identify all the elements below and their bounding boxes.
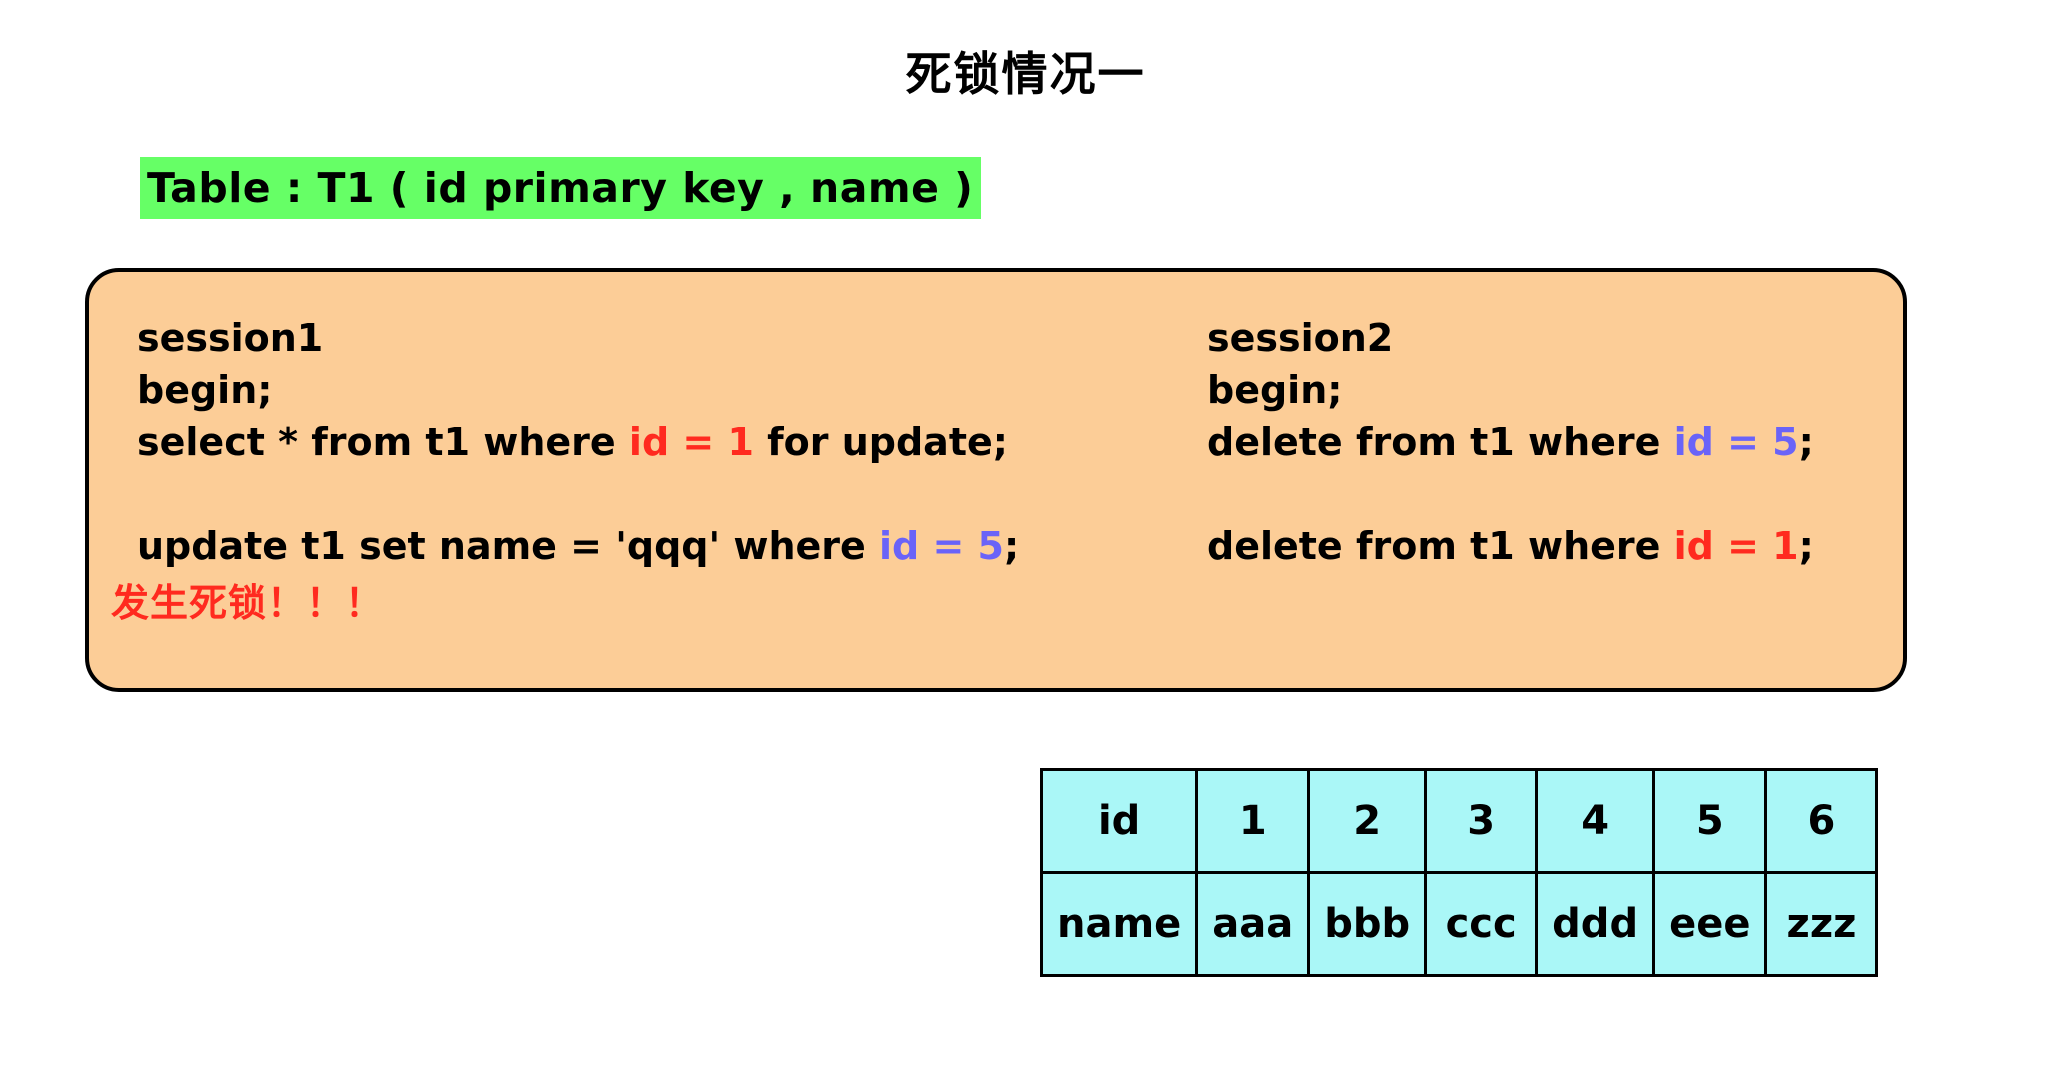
session1-line-1: begin; bbox=[137, 364, 1019, 416]
table-declaration-label: Table : T1 ( id primary key , name ) bbox=[140, 157, 982, 219]
session-panel: session1 begin; select * from t1 where i… bbox=[85, 268, 1907, 692]
session2-line-3-keyword: id = 1 bbox=[1673, 524, 1799, 568]
table-cell: 3 bbox=[1424, 768, 1539, 874]
table-row: id 1 2 3 4 5 6 bbox=[1039, 768, 1879, 874]
session1-header: session1 bbox=[137, 316, 324, 360]
session1-line-1-pre: begin; bbox=[137, 368, 273, 412]
session1-line-2-pre: select * from t1 where bbox=[137, 420, 629, 464]
table-cell: id bbox=[1039, 768, 1199, 874]
session2-line-3-pre: delete from t1 where bbox=[1207, 524, 1674, 568]
table-cell: bbb bbox=[1307, 871, 1428, 977]
session2-column: session2 begin; delete from t1 where id … bbox=[1207, 312, 1814, 572]
session1-column: session1 begin; select * from t1 where i… bbox=[137, 312, 1019, 572]
t1-data-table: id 1 2 3 4 5 6 name aaa bbb ccc ddd eee … bbox=[1039, 768, 1879, 977]
session2-line-1: begin; bbox=[1207, 364, 1814, 416]
session1-line-3: update t1 set name = 'qqq' where id = 5; bbox=[137, 520, 1019, 572]
session1-blank-line bbox=[137, 468, 1019, 520]
session2-line-1-pre: begin; bbox=[1207, 368, 1343, 412]
deadlock-warning-text: 发生死锁！！！ bbox=[111, 580, 385, 625]
table-cell: 2 bbox=[1307, 768, 1428, 874]
session2-line-2-pre: delete from t1 where bbox=[1207, 420, 1674, 464]
page-title: 死锁情况一 bbox=[905, 47, 1146, 101]
table-cell: eee bbox=[1652, 871, 1768, 977]
table-cell: name bbox=[1039, 871, 1199, 977]
table-row: name aaa bbb ccc ddd eee zzz bbox=[1039, 871, 1879, 977]
session2-line-3: delete from t1 where id = 1; bbox=[1207, 520, 1814, 572]
table-cell: zzz bbox=[1764, 871, 1879, 977]
table-cell: aaa bbox=[1195, 871, 1311, 977]
session1-line-3-post: ; bbox=[1004, 524, 1020, 568]
session1-line-2: select * from t1 where id = 1 for update… bbox=[137, 416, 1019, 468]
table-cell: ccc bbox=[1424, 871, 1539, 977]
table-cell: ddd bbox=[1535, 871, 1656, 977]
session1-line-3-keyword: id = 5 bbox=[879, 524, 1004, 568]
table-cell: 4 bbox=[1535, 768, 1656, 874]
session2-line-2-keyword: id = 5 bbox=[1673, 420, 1799, 464]
session1-line-2-post: for update; bbox=[753, 420, 1008, 464]
session2-line-2-post: ; bbox=[1798, 420, 1814, 464]
table-cell: 1 bbox=[1195, 768, 1311, 874]
table-cell: 6 bbox=[1764, 768, 1879, 874]
session2-blank-line bbox=[1207, 468, 1814, 520]
session1-line-3-pre: update t1 set name = 'qqq' where bbox=[137, 524, 880, 568]
session2-header: session2 bbox=[1207, 316, 1394, 360]
session2-line-3-post: ; bbox=[1798, 524, 1814, 568]
session2-line-2: delete from t1 where id = 5; bbox=[1207, 416, 1814, 468]
session1-line-2-keyword: id = 1 bbox=[628, 420, 754, 464]
table-cell: 5 bbox=[1652, 768, 1768, 874]
